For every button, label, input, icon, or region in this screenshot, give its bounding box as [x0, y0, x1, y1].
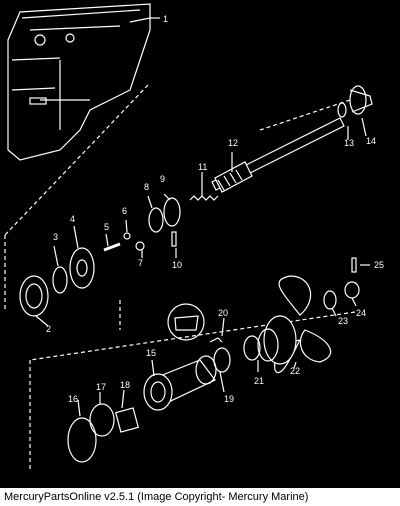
retainer-ring	[123, 232, 131, 240]
thrust-hub	[243, 335, 261, 361]
thrust-washer	[52, 266, 68, 294]
carrier-o-ring	[67, 417, 97, 463]
callout-14: 14	[366, 136, 376, 146]
callout-5: 5	[104, 222, 109, 232]
bearing	[148, 207, 164, 233]
callout-4: 4	[70, 214, 75, 224]
spring	[189, 195, 219, 201]
callout-2: 2	[46, 324, 51, 334]
spacer	[135, 241, 145, 251]
callout-12: 12	[228, 138, 238, 148]
callout-24: 24	[356, 308, 366, 318]
clutch	[163, 197, 181, 227]
callout-16: 16	[68, 394, 78, 404]
pin	[171, 231, 177, 247]
image-caption: MercuryPartsOnline v2.5.1 (Image Copyrig…	[0, 488, 400, 506]
screw	[209, 337, 223, 343]
callout-15: 15	[146, 348, 156, 358]
callout-22: 22	[290, 366, 300, 376]
callout-11: 11	[198, 162, 207, 172]
detail-callout-circle	[167, 303, 205, 341]
callout-3: 3	[53, 232, 58, 242]
cross-pin	[103, 242, 121, 252]
callout-18: 18	[120, 380, 130, 390]
seal	[89, 403, 115, 437]
exploded-parts-diagram: 1234567891011121314151617181920212223242…	[4, 3, 384, 470]
callout-10: 10	[172, 260, 182, 270]
bearing-carrier	[143, 355, 217, 411]
guide-lines	[4, 84, 356, 470]
callout-8: 8	[144, 182, 149, 192]
callout-13: 13	[344, 138, 354, 148]
forward-gear	[69, 247, 95, 289]
callout-7: 7	[138, 258, 143, 268]
needle-bearing	[114, 407, 140, 433]
callout-9: 9	[160, 174, 165, 184]
o-ring	[213, 347, 231, 373]
prop-washer	[323, 290, 337, 310]
callout-23: 23	[338, 316, 348, 326]
callout-1: 1	[163, 14, 168, 24]
prop-nut	[344, 281, 360, 299]
gearcase-housing	[7, 3, 151, 161]
cotter-pin	[351, 257, 357, 273]
callout-21: 21	[254, 376, 264, 386]
propeller	[257, 275, 332, 374]
callout-25: 25	[374, 260, 384, 270]
propeller-shaft	[211, 117, 345, 193]
callout-6: 6	[122, 206, 127, 216]
washer	[337, 102, 347, 118]
leader-lines	[35, 17, 370, 417]
callout-20: 20	[218, 308, 228, 318]
callout-17: 17	[96, 382, 106, 392]
tapered-bearing	[19, 275, 49, 317]
pinion-gear	[349, 85, 373, 115]
callout-19: 19	[224, 394, 234, 404]
